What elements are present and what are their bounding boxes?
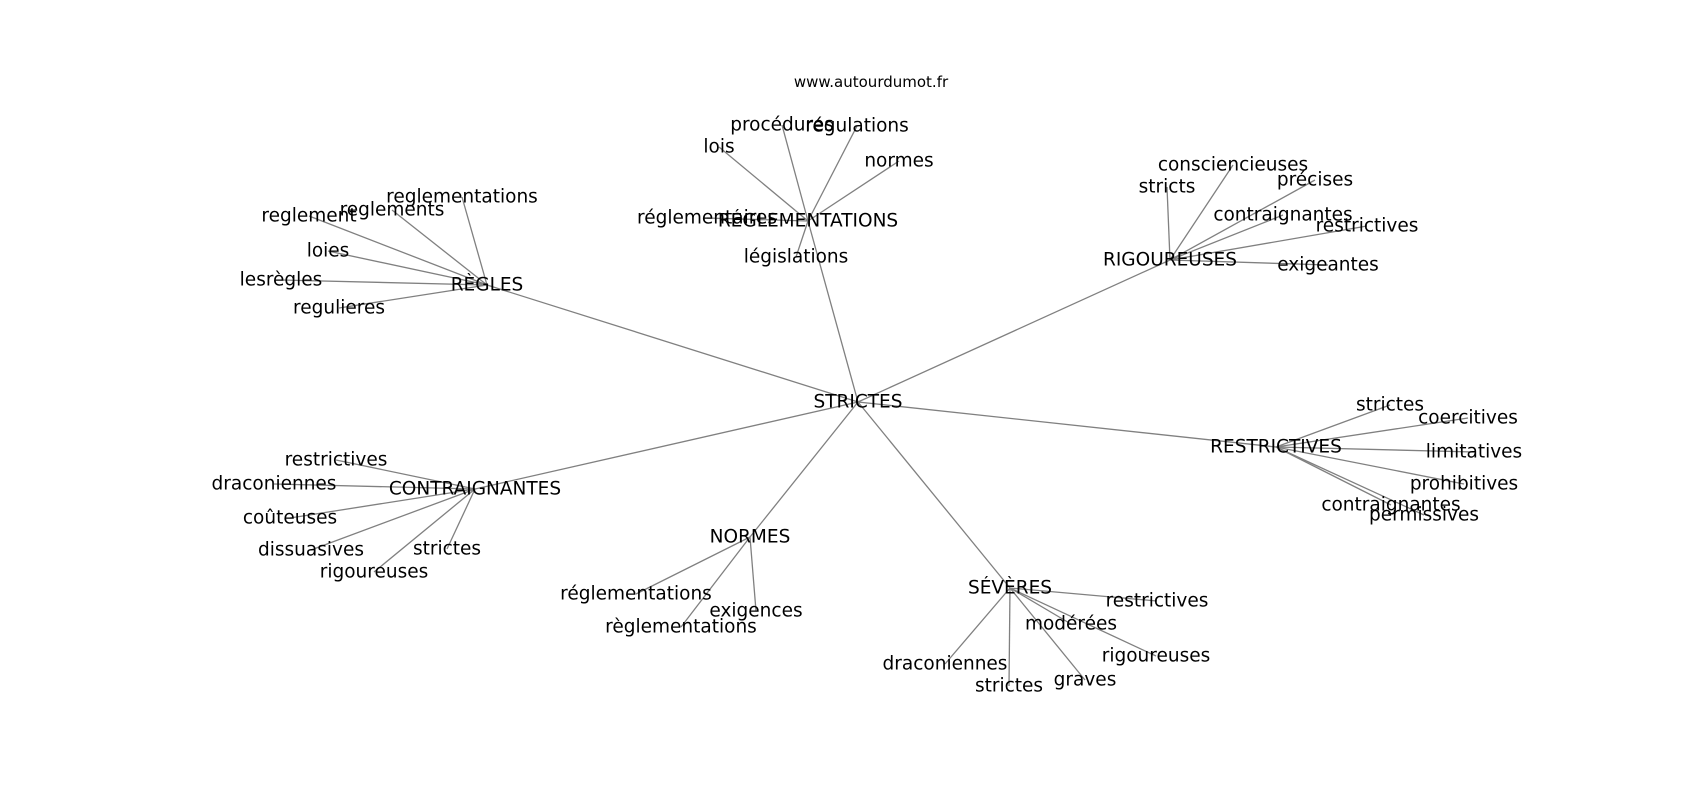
leaf-node-label: rigoureuses [320,562,429,583]
leaf-node-label: draconiennes [212,474,337,495]
leaf-edge [1275,446,1465,485]
graph-labels: STRICTESRÈGLESreglementationsreglementsr… [212,115,1523,697]
leaf-node-label: stricts [1139,177,1196,198]
leaf-edge [1275,446,1475,453]
leaf-edge [635,536,751,595]
leaf-node-label: strictes [975,676,1043,697]
leaf-edge [1008,587,1011,687]
leaf-edge [310,488,476,551]
leaf-edge [706,217,809,222]
cluster-node-label: RÈGLES [451,274,524,296]
center-edge [857,259,1171,403]
center-edge [857,401,1277,448]
cluster-node-label: RIGOUREUSES [1103,250,1237,271]
leaf-edge [308,215,488,286]
leaf-edge [1009,587,1072,625]
leaf-node-label: régulations [805,116,909,137]
cluster-node-label: CONTRAIGNANTES [389,479,561,500]
center-edge [474,401,859,490]
leaf-node-label: limitatives [1426,442,1522,463]
leaf-edge [446,488,476,550]
leaf-node-label: réglementaires [637,208,777,229]
leaf-edge [273,483,476,490]
leaf-node-label: règlementations [605,617,757,638]
leaf-edge [1009,587,1157,657]
leaf-edge [807,160,900,222]
leaf-node-label: consciencieuses [1158,155,1308,176]
leaf-edge [1009,587,1086,681]
leaf-edge [944,587,1011,665]
leaf-node-label: rigoureuses [1102,646,1211,667]
leaf-edge [680,536,751,628]
leaf-node-label: reglementations [386,187,538,208]
leaf-edge [289,488,476,519]
leaf-node-label: draconiennes [883,654,1008,675]
leaf-edge [335,459,476,490]
leaf-node-label: modérées [1025,614,1117,635]
leaf-node-label: strictes [1356,395,1424,416]
leaf-edge [338,284,488,309]
center-edge [749,401,859,538]
center-edge [486,284,859,403]
leaf-node-label: regulieres [293,298,385,319]
leaf-edge [1275,417,1469,448]
leaf-node-label: lois [703,137,734,158]
cluster-node-label: SÉVÈRES [968,577,1052,599]
leaf-node-label: restrictives [1316,216,1419,237]
leaf-edge [1009,587,1158,602]
leaf-node-label: procédures [730,115,834,136]
cluster-node-label: NORMES [710,527,791,548]
leaf-edge [807,125,858,222]
center-node-label: STRICTES [813,392,902,413]
center-edge [857,401,1011,589]
leaf-edge [1169,179,1316,261]
leaf-node-label: contraignantes [1321,495,1460,516]
leaf-node-label: coercitives [1418,408,1518,429]
leaf-edge [1166,186,1171,261]
leaf-edge [1275,404,1391,448]
leaf-edge [795,220,809,258]
leaf-edge [1275,446,1425,516]
leaf-edge [1275,446,1392,506]
leaf-edge [1169,214,1284,261]
leaf-node-label: législations [744,247,849,268]
center-edge [807,220,859,403]
leaf-node-label: loies [307,241,350,262]
leaf-edge [373,488,476,573]
leaf-node-label: réglementations [560,584,712,605]
graph-edges [273,124,1475,687]
leaf-node-label: graves [1054,670,1117,691]
leaf-edge [718,146,809,222]
leaf-edge [461,196,488,286]
leaf-edge [327,250,488,286]
leaf-node-label: prohibitives [1410,474,1518,495]
leaf-node-label: restrictives [1106,591,1209,612]
leaf-edge [1169,259,1329,266]
leaf-node-label: précises [1277,170,1353,191]
leaf-edge [280,279,488,286]
leaf-node-label: normes [864,151,933,172]
leaf-node-label: contraignantes [1213,205,1352,226]
leaf-node-label: exigeantes [1277,255,1379,276]
leaf-node-label: reglements [340,200,445,221]
leaf-node-label: permissives [1369,505,1479,526]
leaf-edge [391,209,488,286]
source-watermark: www.autourdumot.fr [793,73,949,91]
leaf-edge [749,536,757,612]
leaf-edge [1169,225,1368,261]
leaf-edge [1169,164,1234,261]
cluster-node-label: RÉGLEMENTATIONS [718,210,898,232]
cluster-node-label: RESTRICTIVES [1210,437,1342,458]
leaf-node-label: strictes [413,539,481,560]
leaf-node-label: lesrègles [240,270,323,291]
leaf-node-label: coûteuses [243,508,337,529]
leaf-node-label: reglement [261,206,356,227]
leaf-edge [781,124,809,222]
leaf-node-label: exigences [709,601,802,622]
leaf-node-label: restrictives [285,450,388,471]
leaf-node-label: dissuasives [258,540,364,561]
